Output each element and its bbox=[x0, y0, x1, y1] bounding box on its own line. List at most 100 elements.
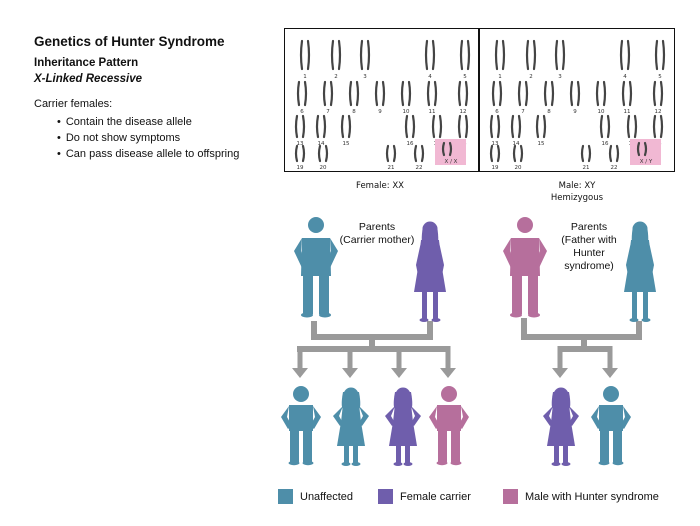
chromosome-label: 4 bbox=[623, 74, 627, 80]
connector bbox=[558, 346, 612, 352]
chromosome bbox=[441, 141, 446, 157]
leg bbox=[405, 445, 410, 463]
chromosome bbox=[315, 114, 320, 139]
foot bbox=[431, 318, 441, 322]
father-hunter-syndrome bbox=[503, 217, 547, 318]
arrow-head bbox=[552, 368, 568, 378]
arm bbox=[310, 406, 321, 429]
chromosome bbox=[643, 141, 648, 157]
father-unaffected bbox=[294, 217, 338, 318]
foot bbox=[561, 462, 571, 466]
chromosome bbox=[636, 141, 641, 157]
chromosome bbox=[661, 39, 666, 71]
chromosome bbox=[322, 80, 327, 107]
foot bbox=[612, 460, 624, 466]
chromosome bbox=[602, 80, 607, 107]
foot bbox=[351, 462, 361, 466]
arrow-head bbox=[292, 368, 308, 378]
leg bbox=[528, 274, 538, 314]
leg bbox=[438, 430, 447, 462]
legend-item-female-carrier: Female carrier bbox=[378, 489, 471, 504]
mother-carrier bbox=[414, 221, 446, 322]
leg bbox=[554, 445, 559, 463]
chromosome-label: 21 bbox=[583, 165, 590, 171]
connector bbox=[297, 346, 449, 352]
foot bbox=[629, 318, 639, 322]
female-karyotype-panel: 12345678910111213141516171819202122X / X bbox=[284, 28, 479, 172]
chromosome-label: 7 bbox=[521, 109, 525, 115]
chromosome bbox=[626, 114, 631, 139]
chromosome bbox=[501, 39, 506, 71]
legend-item-male-hunter: Male with Hunter syndrome bbox=[503, 489, 659, 504]
chromosome-label: 10 bbox=[403, 109, 410, 115]
torso bbox=[301, 238, 331, 276]
chromosome bbox=[411, 114, 416, 139]
chromosome-label: 6 bbox=[495, 109, 499, 115]
male-karyotype-panel: 12345678910111213141516171819202122X / Y bbox=[479, 28, 675, 172]
leg bbox=[451, 430, 460, 462]
legend-item-unaffected: Unaffected bbox=[278, 489, 353, 504]
chromosome-label: 21 bbox=[388, 165, 395, 171]
arrow-shaft bbox=[445, 346, 451, 370]
arm bbox=[326, 238, 338, 268]
arm bbox=[503, 238, 515, 268]
arrow-shaft bbox=[607, 346, 613, 370]
chromosome-label: 10 bbox=[598, 109, 605, 115]
female-karyotype: 12345678910111213141516171819202122X / X bbox=[294, 39, 471, 171]
arm bbox=[535, 238, 547, 268]
chromosome bbox=[615, 144, 620, 163]
chromosome bbox=[355, 80, 360, 107]
arm bbox=[429, 406, 440, 429]
chromosome bbox=[329, 80, 334, 107]
chromosome bbox=[296, 80, 301, 107]
arm bbox=[294, 238, 306, 268]
chromosome bbox=[621, 80, 626, 107]
foot bbox=[436, 460, 448, 466]
chromosome-label: 12 bbox=[655, 109, 662, 115]
foot bbox=[403, 462, 413, 466]
chromosome-label: 8 bbox=[352, 109, 356, 115]
son-unaffected bbox=[281, 386, 321, 466]
chromosome bbox=[543, 80, 548, 107]
carrier-bullet: Contain the disease allele bbox=[57, 114, 239, 130]
chromosome bbox=[374, 80, 379, 107]
legend-swatch bbox=[278, 489, 293, 504]
label-line: (Carrier mother) bbox=[339, 234, 415, 246]
arm bbox=[411, 406, 421, 426]
chromosome bbox=[431, 114, 436, 139]
legend-label: Male with Hunter syndrome bbox=[525, 490, 659, 503]
dress bbox=[624, 240, 656, 292]
leg bbox=[512, 274, 522, 314]
chromosome-label: 13 bbox=[297, 141, 304, 147]
torso bbox=[289, 405, 313, 431]
left-parents-label: Parents (Carrier mother) bbox=[337, 221, 417, 247]
chromosome bbox=[322, 114, 327, 139]
leg bbox=[319, 274, 329, 314]
chromosome bbox=[569, 80, 574, 107]
legend-swatch bbox=[378, 489, 393, 504]
chromosome bbox=[347, 114, 352, 139]
carrier-bullet: Can pass disease allele to offspring bbox=[57, 146, 239, 162]
legend-swatch bbox=[503, 489, 518, 504]
chromosome bbox=[359, 39, 364, 71]
torso bbox=[599, 405, 623, 431]
chromosome bbox=[385, 144, 390, 163]
head bbox=[293, 386, 309, 402]
chromosome bbox=[464, 114, 469, 139]
chromosome bbox=[554, 39, 559, 71]
head bbox=[441, 386, 457, 402]
head bbox=[517, 217, 533, 233]
carrier-bullet-list: Contain the disease allele Do not show s… bbox=[57, 114, 239, 162]
leg bbox=[433, 291, 438, 319]
chromosome bbox=[619, 39, 624, 71]
chromosome bbox=[420, 144, 425, 163]
male-karyotype-caption: Male: XY bbox=[558, 181, 596, 191]
chromosome-label: 19 bbox=[492, 165, 499, 171]
chromosome bbox=[431, 39, 436, 71]
chromosome-label: 15 bbox=[343, 141, 350, 147]
torso bbox=[510, 238, 540, 276]
leg bbox=[422, 291, 427, 319]
carrier-bullet: Do not show symptoms bbox=[57, 130, 239, 146]
chromosome bbox=[659, 80, 664, 107]
